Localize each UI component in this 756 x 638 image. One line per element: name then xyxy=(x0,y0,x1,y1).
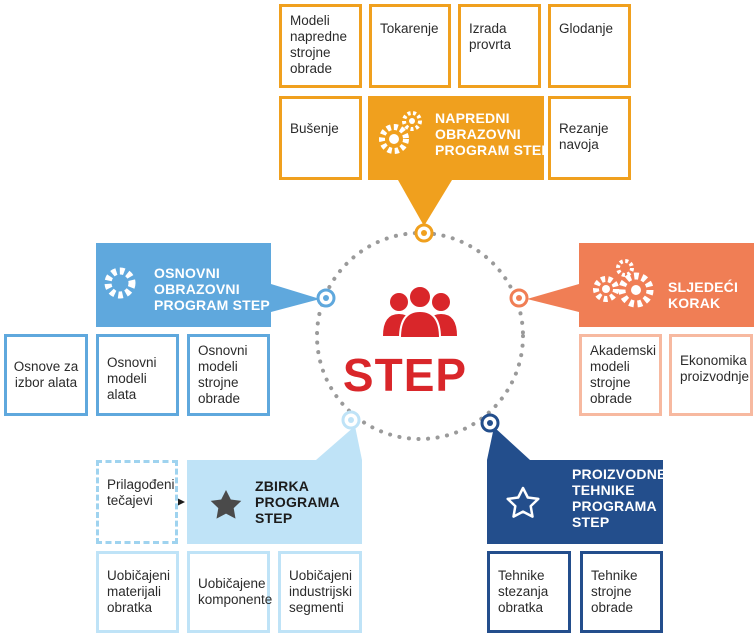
next-step-panel xyxy=(509,243,754,327)
basic-program-panel xyxy=(96,243,336,327)
next-step-title: SLJEDEĆI KORAK xyxy=(668,279,739,311)
advanced-program-title: NAPREDNI OBRAZOVNI PROGRAM STEP xyxy=(435,110,551,158)
collection-title: ZBIRKA PROGRAMA STEP xyxy=(255,478,340,526)
advanced-item-6: Rezanje navoja xyxy=(548,96,631,180)
advanced-item-3: Izrada provrta xyxy=(458,4,541,88)
collection-item-3: Uobičajeni industrijski segmenti xyxy=(278,551,362,633)
dotted-ring xyxy=(315,231,525,441)
basic-item-1: Osnove za izbor alata xyxy=(4,334,88,416)
people-group-icon xyxy=(383,285,457,339)
production-title: PROIZVODNE TEHNIKE PROGRAMA STEP xyxy=(572,466,667,530)
gears-icon xyxy=(593,259,654,308)
production-panel xyxy=(480,413,663,544)
gear-icon xyxy=(104,267,136,299)
advanced-item-4: Glodanje xyxy=(548,4,631,88)
next-step-item-1: Akademski modeli strojne obrade xyxy=(579,334,662,416)
collection-item-2: Uobičajene komponente xyxy=(187,551,272,633)
advanced-item-2: Tokarenje xyxy=(369,4,451,88)
collection-item-1: Uobičajeni materijali obratka xyxy=(96,551,179,633)
basic-program-title: OSNOVNI OBRAZOVNI PROGRAM STEP xyxy=(154,265,270,313)
star-icon xyxy=(210,490,242,519)
next-step-item-2: Ekonomika proizvodnje xyxy=(669,334,753,416)
collection-custom-item: Prilagođeni tečajevi xyxy=(96,460,178,544)
production-item-2: Tehnike strojne obrade xyxy=(580,551,663,633)
gears-icon xyxy=(379,111,422,154)
basic-item-3: Osnovni modeli strojne obrade xyxy=(187,334,270,416)
advanced-item-1: Modeli napredne strojne obrade xyxy=(279,4,362,88)
advanced-item-5: Bušenje xyxy=(279,96,362,180)
basic-item-2: Osnovni modeli alata xyxy=(96,334,179,416)
star-icon xyxy=(506,486,540,518)
step-center-label: STEP xyxy=(342,349,468,401)
production-item-1: Tehnike stezanja obratka xyxy=(487,551,571,633)
